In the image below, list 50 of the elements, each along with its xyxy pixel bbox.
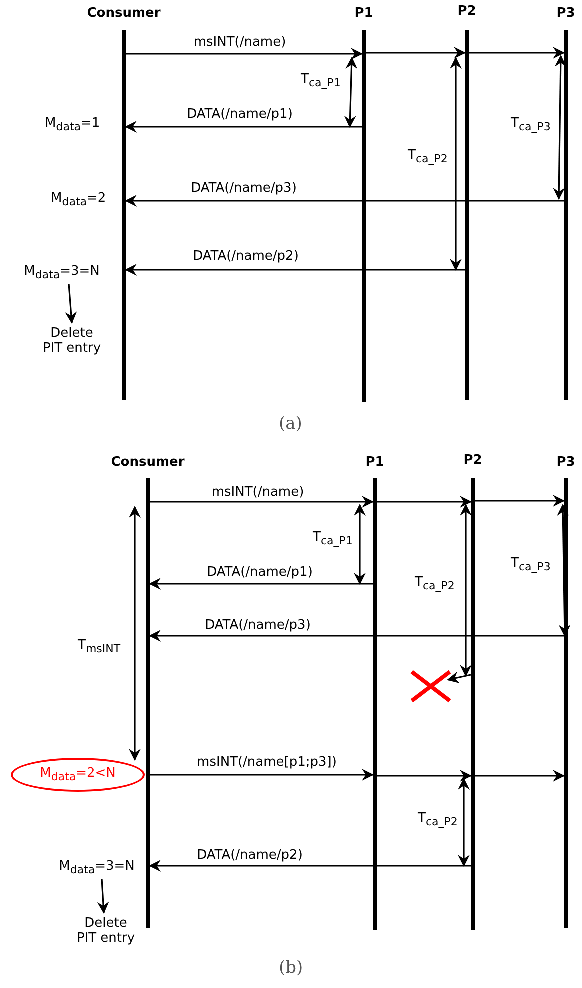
state-text: Delete PIT entry (76, 916, 136, 946)
edge-label: msINT(/name) (210, 485, 306, 500)
message-arrow (150, 769, 374, 781)
message-arrow (469, 47, 565, 59)
message-arrow (377, 496, 472, 508)
message-arrow (447, 672, 472, 684)
timer-label: T$_{ca_P1}$ (312, 530, 354, 549)
cross-mark-icon (410, 670, 452, 703)
edge-label: DATA(/name/p1) (186, 107, 294, 122)
message-arrow (149, 630, 564, 642)
state-ellipse: M$_{data}$=2<N (11, 758, 145, 792)
panel-caption: (b) (278, 958, 304, 978)
timer-label: T$_{ca_P1}$ (300, 72, 342, 91)
edge-label: DATA(/name/p3) (204, 618, 312, 633)
message-arrow (475, 495, 565, 507)
message-arrow (377, 770, 472, 782)
lifeline-heading: P3 (556, 6, 576, 22)
message-arrow (97, 878, 110, 914)
edge-label: msINT(/name[p1;p3]) (196, 755, 338, 770)
message-arrow (125, 121, 362, 133)
timer-label: T$_{ca_P2}$ (414, 575, 456, 594)
edge-label: DATA(/name/p1) (206, 565, 314, 580)
lifeline-heading: P2 (462, 453, 484, 469)
edge-label: DATA(/name/p2) (192, 249, 300, 264)
message-arrow (150, 496, 374, 508)
timer-label: T$_{ca_P3}$ (510, 116, 552, 135)
timer-label: T$_{ca_P2}$ (417, 811, 459, 830)
timer-label: T$_{ca_P3}$ (510, 556, 552, 575)
panel-caption: (a) (278, 414, 304, 434)
lifeline-heading: P3 (556, 455, 576, 471)
lifeline-heading: P1 (364, 455, 386, 471)
message-arrow (149, 578, 373, 590)
lifeline-heading: Consumer (110, 455, 186, 471)
state-text: Delete PIT entry (42, 326, 102, 356)
message-arrow (149, 860, 471, 872)
lifeline-heading: P1 (354, 6, 374, 22)
message-arrow (366, 47, 466, 59)
edge-label: DATA(/name/p2) (196, 848, 304, 863)
state-text: M$_{data}$=3=N (59, 858, 135, 878)
edge-label: msINT(/name) (192, 35, 288, 50)
message-arrow (65, 284, 78, 324)
message-arrow (126, 48, 363, 60)
state-text: M$_{data}$=3=N (24, 264, 100, 282)
edge-label: DATA(/name/p3) (190, 181, 298, 196)
message-arrow (475, 770, 565, 782)
lifeline-heading: Consumer (86, 6, 162, 22)
message-arrow (125, 195, 564, 207)
lifeline-heading: P2 (456, 4, 478, 20)
timer-label: T$_{ca_P2}$ (407, 148, 449, 167)
message-arrow (125, 264, 465, 276)
